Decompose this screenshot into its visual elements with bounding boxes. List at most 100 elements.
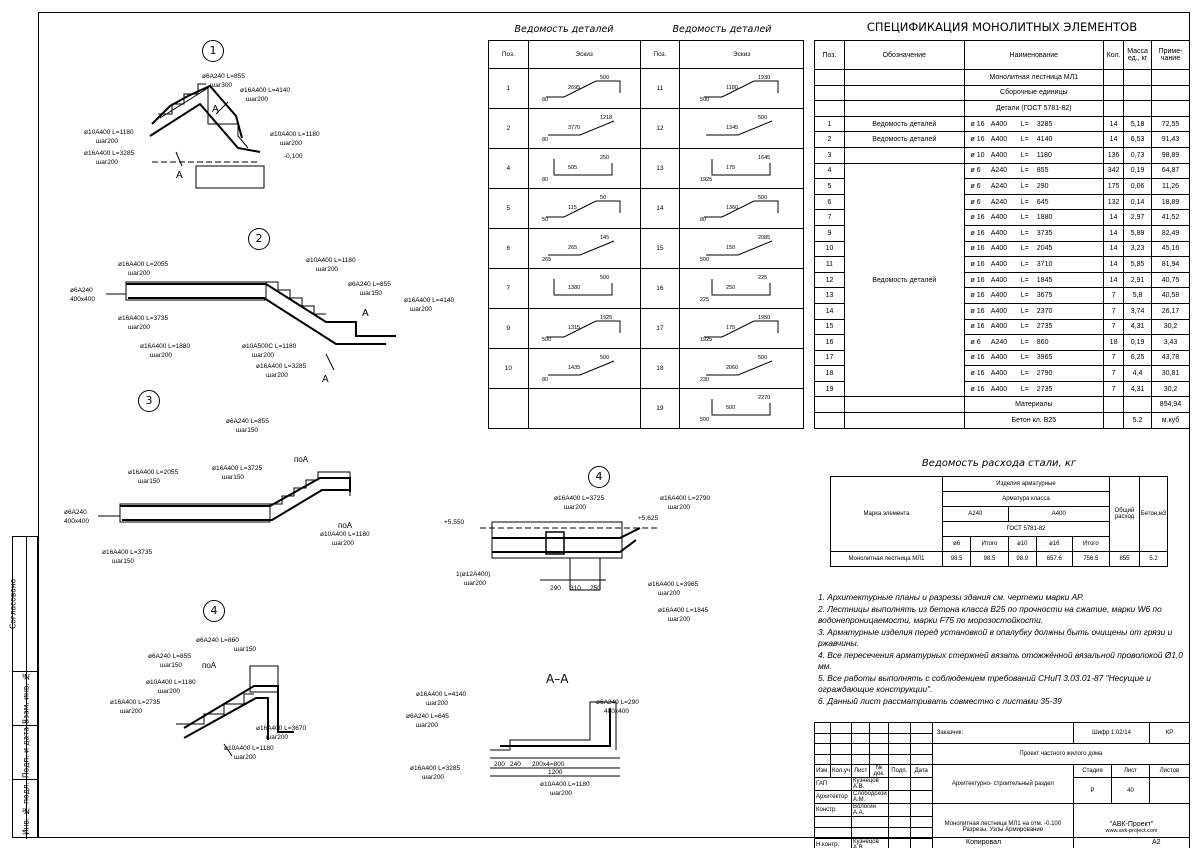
spec-note: 81,94 <box>1151 256 1190 273</box>
spec-mass: 3,23 <box>1123 240 1153 258</box>
strip-sign-date: Подп. и дата <box>21 726 31 778</box>
spec-qty: 342 <box>1103 162 1125 180</box>
v3-label-2: ø16A400 L=2055 <box>128 469 178 476</box>
v2-label-3: 400х400 <box>70 296 95 303</box>
spec-note: 26,17 <box>1151 302 1190 320</box>
v4-label-8: ø16A400 L=3670 <box>256 725 306 732</box>
spec-qty: 7 <box>1103 302 1125 320</box>
v2-section-mark: A <box>362 308 369 319</box>
v4b-label-4: ø16A400 L=3965 <box>648 581 698 588</box>
v2-label-13: шаг200 <box>410 306 432 313</box>
v1-label-0: ø6A240 L=855 <box>202 73 245 80</box>
spec-head-pos: Поз. <box>814 40 845 70</box>
sketch-dim: 1925 <box>700 177 712 183</box>
det-pos: 5 <box>488 188 529 229</box>
v4-label-7: шаг200 <box>120 708 142 715</box>
v3-label-0: ø6A240 L=855 <box>226 418 269 425</box>
spec-qty: 7 <box>1103 349 1125 367</box>
sketch-dim: 2270 <box>758 395 770 401</box>
note-3: 3. Арматурные изделия перед установкой в… <box>818 627 1173 648</box>
spec-note: 40,75 <box>1151 271 1190 289</box>
det-pos: 11 <box>639 68 681 109</box>
spec-qty: 18 <box>1103 334 1125 351</box>
v1-section-mark-2: A <box>176 170 183 181</box>
view-number-3: 3 <box>138 390 160 412</box>
spec-note: 72,55 <box>1151 115 1190 133</box>
spec-head-note: Приме-чание <box>1151 40 1190 70</box>
sketch-dim: 3770 <box>568 125 580 131</box>
v3-label-10: ø10A400 L=1180 <box>320 531 370 538</box>
v2-label-15: шаг200 <box>252 352 274 359</box>
spec-qty: 14 <box>1103 240 1125 258</box>
general-notes: 1. Архитектурные планы и разрезы здания … <box>818 592 1188 708</box>
spec-group-label: Сборочные единицы <box>963 84 1105 102</box>
spec-qty: 7 <box>1103 365 1125 382</box>
v3-label-9: шаг150 <box>112 558 134 565</box>
va-label-2: ø6A240 L=645 <box>406 713 449 720</box>
sketch-dim: 1180 <box>726 85 738 91</box>
stamp-stage-label: Стадия <box>1073 764 1112 779</box>
spec-pos: 5 <box>814 178 845 195</box>
sketch-dim: 80 <box>542 177 548 183</box>
det-pos: 7 <box>488 268 529 309</box>
sketch-dim: 1930 <box>758 75 770 81</box>
sketch-dim: 225 <box>700 297 709 303</box>
v4b-label-1: шаг200 <box>564 504 586 511</box>
v1-label-9: шаг200 <box>280 140 302 147</box>
stamp-sheet-label: Лист <box>1111 764 1150 779</box>
spec-mass: 5,85 <box>1123 256 1153 273</box>
spec-note: 40,58 <box>1151 287 1190 304</box>
v4-label-1: шаг150 <box>234 646 256 653</box>
v4b-level-2: +5,625 <box>638 515 658 522</box>
va-label-7: шаг200 <box>550 790 572 797</box>
stamp-company: "АВК-Проект" <box>1109 820 1154 828</box>
spec-note: 43,78 <box>1151 349 1190 367</box>
sketch-dim: 500 <box>758 355 767 361</box>
va-label-5: шаг200 <box>422 774 444 781</box>
sketch-dim: 265 <box>568 245 577 251</box>
stamp-name-0: Кузнецов А.В. <box>851 777 889 792</box>
spec-mass: 4,31 <box>1123 318 1153 336</box>
stamp-col-2: Лист <box>850 764 871 779</box>
sketch-dim: 2695 <box>568 85 580 91</box>
spec-note: 98,89 <box>1151 146 1190 164</box>
stamp-role-1: Архитектор <box>814 790 852 805</box>
spec-qty: 14 <box>1103 256 1125 273</box>
note-1: 1. Архитектурные планы и разрезы здания … <box>818 592 1084 602</box>
det-pos: 18 <box>639 348 681 389</box>
spec-note: 30,2 <box>1151 318 1190 336</box>
det-pos: 15 <box>639 228 681 269</box>
sketch-dim: 50 <box>600 195 606 201</box>
va-dim-1: 240 <box>510 761 521 768</box>
spec-group-label: Детали (ГОСТ 5781-82) <box>963 100 1105 117</box>
section-aa-drawing: ø16A400 L=4140 шаг200 ø6A240 L=645 шаг20… <box>406 691 639 797</box>
spec-pos: 17 <box>814 349 845 367</box>
steel-head-items: Изделия арматурные <box>942 476 1110 492</box>
det-pos: 10 <box>488 348 529 389</box>
spec-pos: 16 <box>814 334 845 351</box>
v4-label-2: ø6A240 L=855 <box>148 653 191 660</box>
steel-head-class: Арматура класса <box>942 491 1110 507</box>
stamp-drawing-title: Монолитная лестница МЛ1 на отм. -0.100 Р… <box>931 803 1075 848</box>
steel-row-v1: 98.5 <box>970 551 1009 567</box>
